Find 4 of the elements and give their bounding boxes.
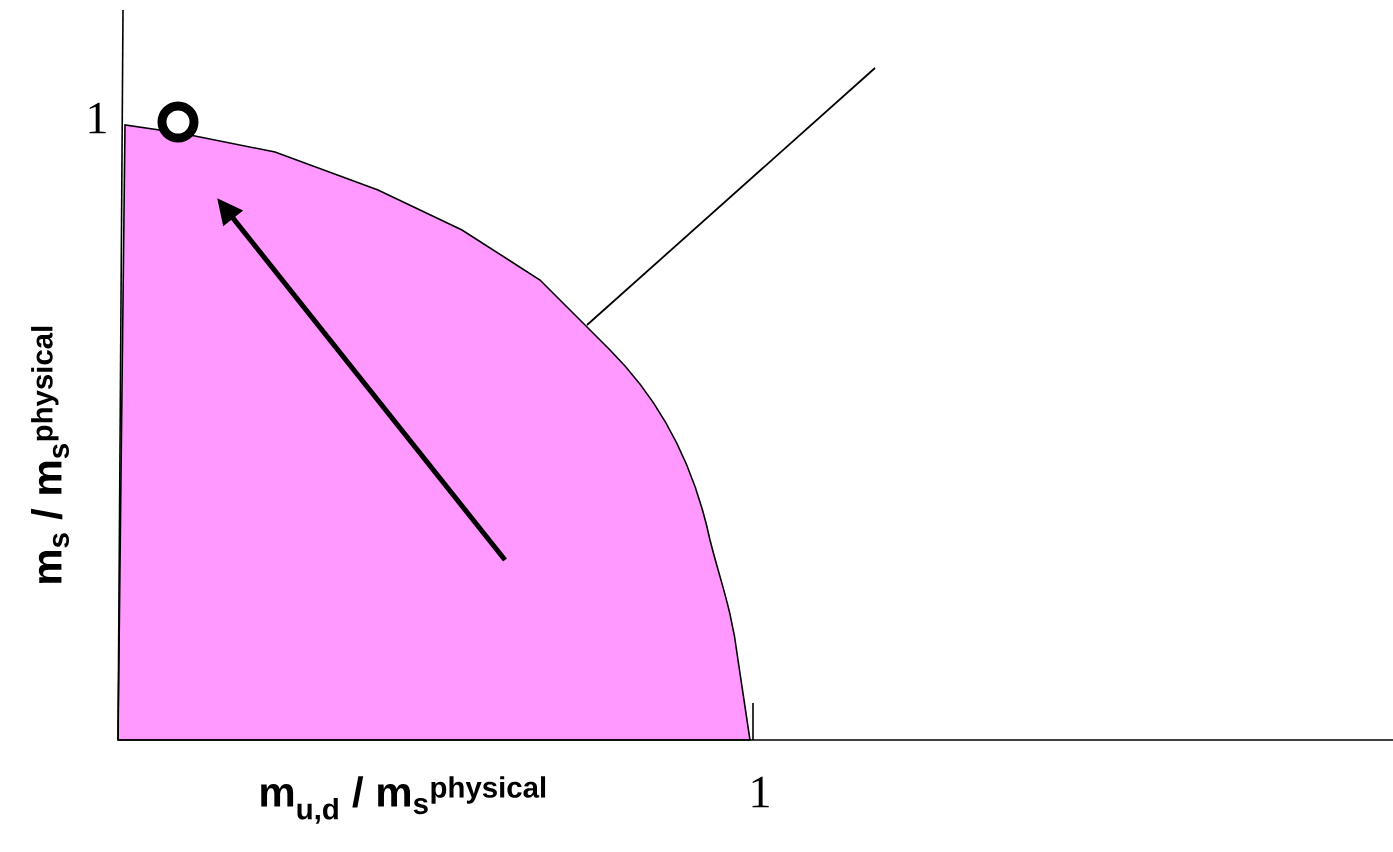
axis-label: m$_{u,d}$ / m$_{s}$$^{physical}$	[261, 776, 546, 824]
tick-label: 1	[752, 776, 769, 808]
axis-label: m$_{s}$ / m$_{s}$$^{physical}$	[31, 326, 69, 583]
tick-label: 1	[89, 102, 106, 134]
